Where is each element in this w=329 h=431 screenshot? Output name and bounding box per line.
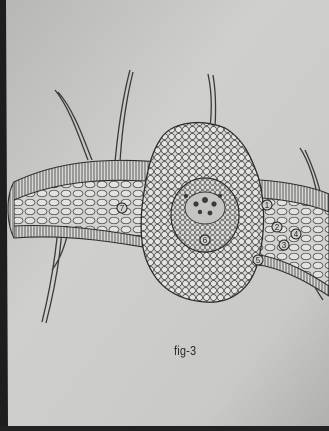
label-1: 1: [262, 200, 272, 210]
label-7: 7: [117, 203, 127, 213]
label-3: 3: [279, 240, 289, 250]
svg-text:6: 6: [203, 236, 208, 245]
figure-caption: fig-3: [174, 343, 196, 358]
svg-text:7: 7: [120, 204, 125, 213]
label-2: 2: [272, 222, 282, 232]
label-6: 6: [200, 235, 210, 245]
label-5: 5: [253, 255, 263, 265]
svg-text:2: 2: [275, 223, 280, 232]
svg-text:3: 3: [282, 241, 287, 250]
label-4: 4: [291, 229, 301, 239]
svg-text:1: 1: [265, 201, 270, 210]
svg-text:5: 5: [256, 256, 261, 265]
svg-text:4: 4: [294, 230, 299, 239]
